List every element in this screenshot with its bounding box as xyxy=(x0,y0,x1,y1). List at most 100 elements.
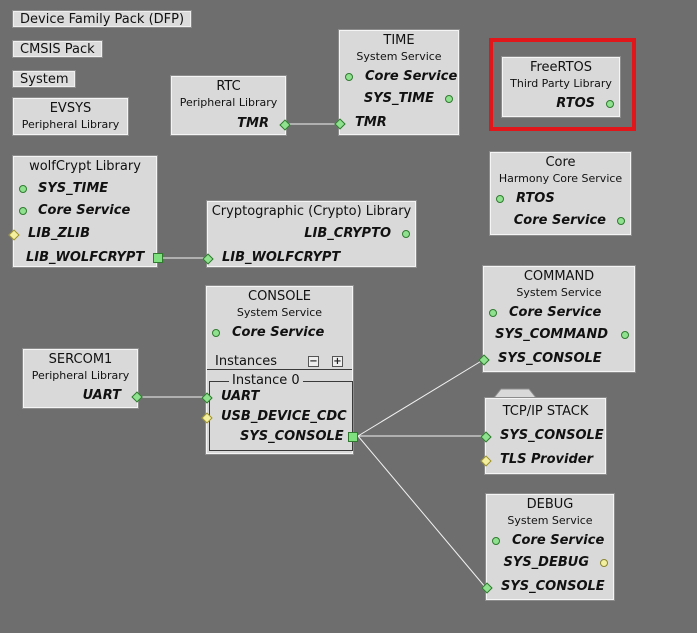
time-systime-label: SYS_TIME xyxy=(363,91,434,106)
crypto-libcrypto-label: LIB_CRYPTO xyxy=(304,226,391,241)
console-sysconsole-port[interactable]: SYS_CONSOLE xyxy=(207,429,358,447)
debug-sysconsole-port[interactable]: SYS_CONSOLE xyxy=(481,579,613,597)
sercom1-uart-port[interactable]: UART xyxy=(24,388,143,406)
instances-label: Instances xyxy=(212,355,281,369)
time-subtitle: System Service xyxy=(356,50,442,63)
debug-core-port[interactable]: Core Service xyxy=(487,533,613,551)
wolfcrypt-core-label: Core Service xyxy=(38,203,131,218)
tcpip-component[interactable]: TCP/IP STACK SYS_CONSOLE TLS Provider xyxy=(480,397,607,475)
evsys-title: EVSYS xyxy=(49,101,92,116)
debug-sysconsole-diamond[interactable] xyxy=(481,582,493,594)
console-sysconsole-square[interactable] xyxy=(348,432,358,442)
command-sysconsole-port[interactable]: SYS_CONSOLE xyxy=(478,351,634,369)
wolfcrypt-libwolfcrypt-label: LIB_WOLFCRYPT xyxy=(26,250,145,265)
core-rtos-port[interactable]: RTOS xyxy=(491,191,630,209)
crypto-libcrypto-port[interactable]: LIB_CRYPTO xyxy=(208,226,415,244)
dfp-button[interactable]: Device Family Pack (DFP) xyxy=(11,10,193,28)
tcpip-tls-port[interactable]: TLS Provider xyxy=(480,452,605,470)
command-title: COMMAND xyxy=(523,269,595,284)
debug-subtitle: System Service xyxy=(507,514,593,527)
sercom1-subtitle: Peripheral Library xyxy=(31,369,130,382)
console-subtitle: System Service xyxy=(236,306,323,319)
wolfcrypt-libwolfcrypt-square[interactable] xyxy=(153,253,163,263)
rtc-title: RTC xyxy=(216,79,241,94)
instance-0-label: Instance 0 xyxy=(229,374,303,388)
rtc-tmr-diamond[interactable] xyxy=(279,119,291,131)
debug-sysdebug-dot[interactable] xyxy=(600,559,608,567)
console-uart-label: UART xyxy=(221,389,260,404)
rtc-component[interactable]: RTC Peripheral Library TMR xyxy=(170,75,291,136)
debug-core-label: Core Service xyxy=(512,533,605,548)
command-syscommand-port[interactable]: SYS_COMMAND xyxy=(484,327,634,345)
console-uart-port[interactable]: UART xyxy=(201,389,352,407)
command-core-dot[interactable] xyxy=(489,309,497,317)
wolfcrypt-core-port[interactable]: Core Service xyxy=(14,203,156,221)
time-component[interactable]: TIME System Service Core Service SYS_TIM… xyxy=(334,29,460,136)
rtc-tmr-port[interactable]: TMR xyxy=(172,116,291,134)
sercom1-uart-label: UART xyxy=(82,388,121,403)
evsys-subtitle: Peripheral Library xyxy=(21,118,120,131)
wolfcrypt-systime-label: SYS_TIME xyxy=(38,181,109,196)
command-component[interactable]: COMMAND System Service Core Service SYS_… xyxy=(478,265,636,373)
wolfcrypt-systime-port[interactable]: SYS_TIME xyxy=(14,181,156,199)
cmsis-pack-button[interactable]: CMSIS Pack xyxy=(12,40,103,58)
core-coreservice-port[interactable]: Core Service xyxy=(491,213,630,231)
time-tmr-port[interactable]: TMR xyxy=(334,115,458,133)
debug-sysconsole-label: SYS_CONSOLE xyxy=(501,579,605,594)
console-usb-diamond[interactable] xyxy=(201,412,213,424)
debug-component[interactable]: DEBUG System Service Core Service SYS_DE… xyxy=(481,493,615,601)
time-systime-dot[interactable] xyxy=(445,95,453,103)
debug-sysdebug-label: SYS_DEBUG xyxy=(503,555,589,570)
crypto-component[interactable]: Cryptographic (Crypto) Library LIB_CRYPT… xyxy=(202,200,417,268)
core-component[interactable]: Core Harmony Core Service RTOS Core Serv… xyxy=(489,151,632,236)
command-sysconsole-label: SYS_CONSOLE xyxy=(498,351,602,366)
time-core-dot[interactable] xyxy=(345,73,353,81)
crypto-libwolfcrypt-diamond[interactable] xyxy=(202,253,214,265)
freertos-rtos-port[interactable]: RTOS xyxy=(503,96,619,114)
tcpip-sysconsole-diamond[interactable] xyxy=(480,431,492,443)
console-core-port[interactable]: Core Service xyxy=(207,325,352,343)
wolfcrypt-libzlib-diamond[interactable] xyxy=(8,229,20,241)
sercom1-uart-diamond[interactable] xyxy=(131,391,143,403)
debug-core-dot[interactable] xyxy=(492,537,500,545)
core-coreservice-dot[interactable] xyxy=(617,217,625,225)
core-coreservice-label: Core Service xyxy=(513,213,606,228)
tcpip-tls-diamond[interactable] xyxy=(480,455,492,467)
freertos-title: FreeRTOS xyxy=(529,60,593,75)
freertos-rtos-dot[interactable] xyxy=(606,100,614,108)
remove-instance-button[interactable]: − xyxy=(308,356,319,367)
add-instance-button[interactable]: + xyxy=(332,356,343,367)
core-title: Core xyxy=(545,155,576,170)
time-tmr-diamond[interactable] xyxy=(334,118,346,130)
evsys-component[interactable]: EVSYS Peripheral Library xyxy=(12,97,129,136)
console-core-dot[interactable] xyxy=(212,329,220,337)
console-core-label: Core Service xyxy=(232,325,325,340)
wolfcrypt-systime-dot[interactable] xyxy=(19,185,27,193)
wolfcrypt-component[interactable]: wolfCrypt Library SYS_TIME Core Service … xyxy=(8,155,163,268)
time-core-port[interactable]: Core Service xyxy=(340,69,458,87)
wolfcrypt-title: wolfCrypt Library xyxy=(29,159,141,174)
console-usb-port[interactable]: USB_DEVICE_CDC xyxy=(201,409,352,427)
command-syscommand-dot[interactable] xyxy=(621,331,629,339)
core-rtos-dot[interactable] xyxy=(496,195,504,203)
crypto-title: Cryptographic (Crypto) Library xyxy=(211,204,412,219)
wolfcrypt-core-dot[interactable] xyxy=(19,207,27,215)
console-component[interactable]: CONSOLE System Service Core Service Inst… xyxy=(201,285,358,455)
console-uart-diamond[interactable] xyxy=(201,392,213,404)
freertos-component[interactable]: FreeRTOS Third Party Library RTOS xyxy=(501,56,621,118)
command-core-port[interactable]: Core Service xyxy=(484,305,634,323)
time-title: TIME xyxy=(383,33,415,48)
crypto-libcrypto-dot[interactable] xyxy=(402,230,410,238)
command-syscommand-label: SYS_COMMAND xyxy=(495,327,608,342)
crypto-libwolfcrypt-port[interactable]: LIB_WOLFCRYPT xyxy=(202,250,415,268)
debug-sysdebug-port[interactable]: SYS_DEBUG xyxy=(487,555,613,573)
time-systime-port[interactable]: SYS_TIME xyxy=(340,91,458,109)
console-usb-label: USB_DEVICE_CDC xyxy=(221,409,347,424)
sercom1-component[interactable]: SERCOM1 Peripheral Library UART xyxy=(22,348,143,409)
system-button[interactable]: System xyxy=(11,70,77,88)
wolfcrypt-libzlib-port[interactable]: LIB_ZLIB xyxy=(8,226,156,244)
rtc-tmr-label: TMR xyxy=(237,116,269,131)
tcpip-sysconsole-port[interactable]: SYS_CONSOLE xyxy=(480,428,605,446)
command-sysconsole-diamond[interactable] xyxy=(478,354,490,366)
wolfcrypt-libwolfcrypt-port[interactable]: LIB_WOLFCRYPT xyxy=(14,250,163,268)
